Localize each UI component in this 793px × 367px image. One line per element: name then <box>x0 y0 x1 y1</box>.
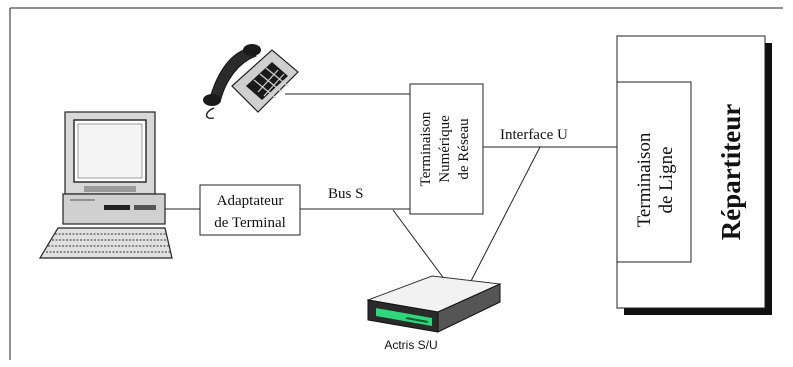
line-termination-box: Terminaison de Ligne <box>616 81 692 263</box>
interface-to-device-line <box>469 146 541 284</box>
distributor-label: Répartiteur <box>716 104 746 240</box>
bus-s-label: Bus S <box>328 186 363 202</box>
ntr-label-line1: Terminaison <box>418 111 434 186</box>
ntr-box: Terminaison Numérique de Réseau <box>409 83 484 215</box>
adapter-label-line2: de Terminal <box>214 215 286 231</box>
adapter-box: Adaptateur de Terminal <box>199 184 301 236</box>
connections <box>165 93 617 285</box>
actris-device-label: Actris S/U <box>384 338 437 352</box>
interface-u-label: Interface U <box>500 127 568 143</box>
actris-device-icon <box>366 275 502 333</box>
ntr-label-line3: de Réseau <box>456 118 472 180</box>
computer-icon <box>38 111 173 259</box>
line-termination-label-line1: Terminaison <box>634 132 655 227</box>
telephone-icon <box>203 44 299 120</box>
ntr-label-line2: Numérique <box>437 115 453 183</box>
line-termination-label-line2: de Ligne <box>656 146 677 213</box>
adapter-label-line1: Adaptateur <box>217 193 284 209</box>
bus-to-device-line <box>392 209 449 285</box>
